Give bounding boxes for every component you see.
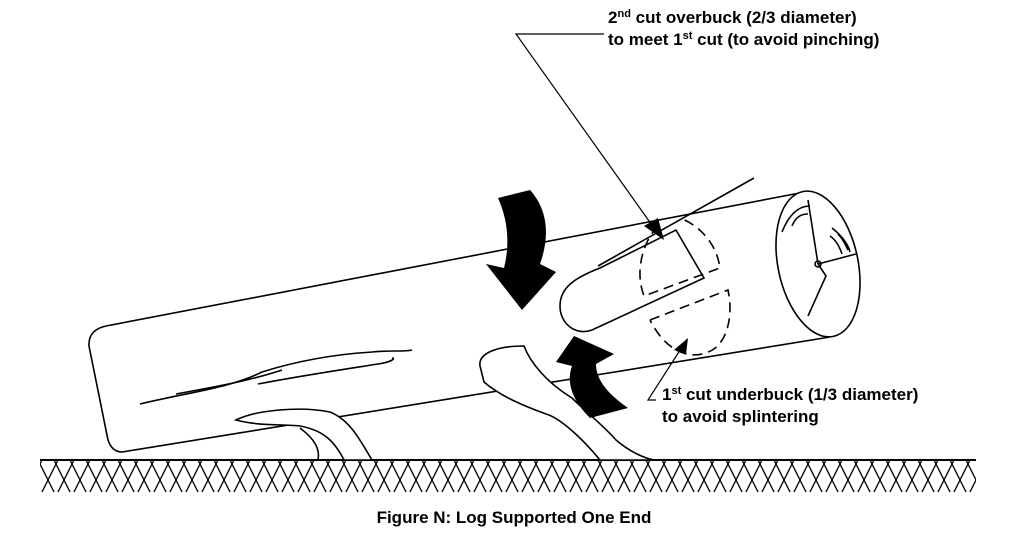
force-arrow-downward [486, 190, 556, 310]
growth-ring [829, 235, 843, 255]
ground-hatching [40, 460, 976, 492]
support-root-line [299, 427, 320, 461]
second-cut-dashed [639, 217, 721, 298]
bark-crack [257, 357, 395, 385]
log-end-face [775, 190, 861, 338]
cut-kerf [559, 228, 706, 333]
growth-ring [791, 213, 809, 227]
growth-ring [837, 233, 849, 251]
growth-ring [831, 227, 851, 253]
first-cut-dashed [649, 288, 731, 356]
end-face-crack [807, 263, 827, 317]
bark-crack [175, 369, 283, 395]
leader-first-cut [646, 343, 685, 401]
first-cut-label-line1: cut underbuck (1/3 diameter) [681, 385, 919, 404]
second-cut-label-line2-pre: to meet 1 [608, 30, 683, 49]
log-top-edge [105, 191, 806, 327]
first-cut-label: 1st cut underbuck (1/3 diameter) to avoi… [662, 384, 918, 428]
support-root [233, 408, 374, 461]
leader-arrowhead-first-cut [674, 338, 688, 354]
leader-arrowhead-second-cut [644, 218, 664, 240]
kerf-slot [559, 228, 706, 333]
second-cut-label-num: 2 [608, 8, 618, 27]
leaders [514, 33, 685, 401]
end-face-crack [807, 199, 819, 265]
growth-ring [781, 205, 811, 233]
first-cut-label-sup: st [671, 385, 682, 397]
support-stump [479, 345, 655, 461]
second-cut-label-line1: cut overbuck (2/3 diameter) [630, 8, 857, 27]
first-cut-label-line2: to avoid splintering [662, 407, 819, 426]
planned-cuts [639, 217, 731, 356]
first-cut-label-num: 1 [662, 385, 672, 404]
log-bottom-edge [121, 336, 831, 453]
second-cut-label-line2-sup: st [682, 30, 693, 42]
second-cut-label-line2-post: cut (to avoid pinching) [692, 30, 880, 49]
end-face-crack [817, 253, 857, 265]
second-cut-label: 2nd cut overbuck (2/3 diameter) to meet … [608, 7, 879, 51]
force-arrow-upward [556, 336, 628, 418]
second-cut-label-sup: nd [617, 8, 631, 20]
log-left-end [88, 325, 123, 453]
saw-cut-line [597, 177, 755, 267]
leader-second-cut [514, 33, 655, 229]
bark-crack [139, 349, 413, 405]
figure-caption: Figure N: Log Supported One End [376, 508, 652, 527]
ground [40, 459, 976, 492]
log-support [233, 345, 655, 461]
